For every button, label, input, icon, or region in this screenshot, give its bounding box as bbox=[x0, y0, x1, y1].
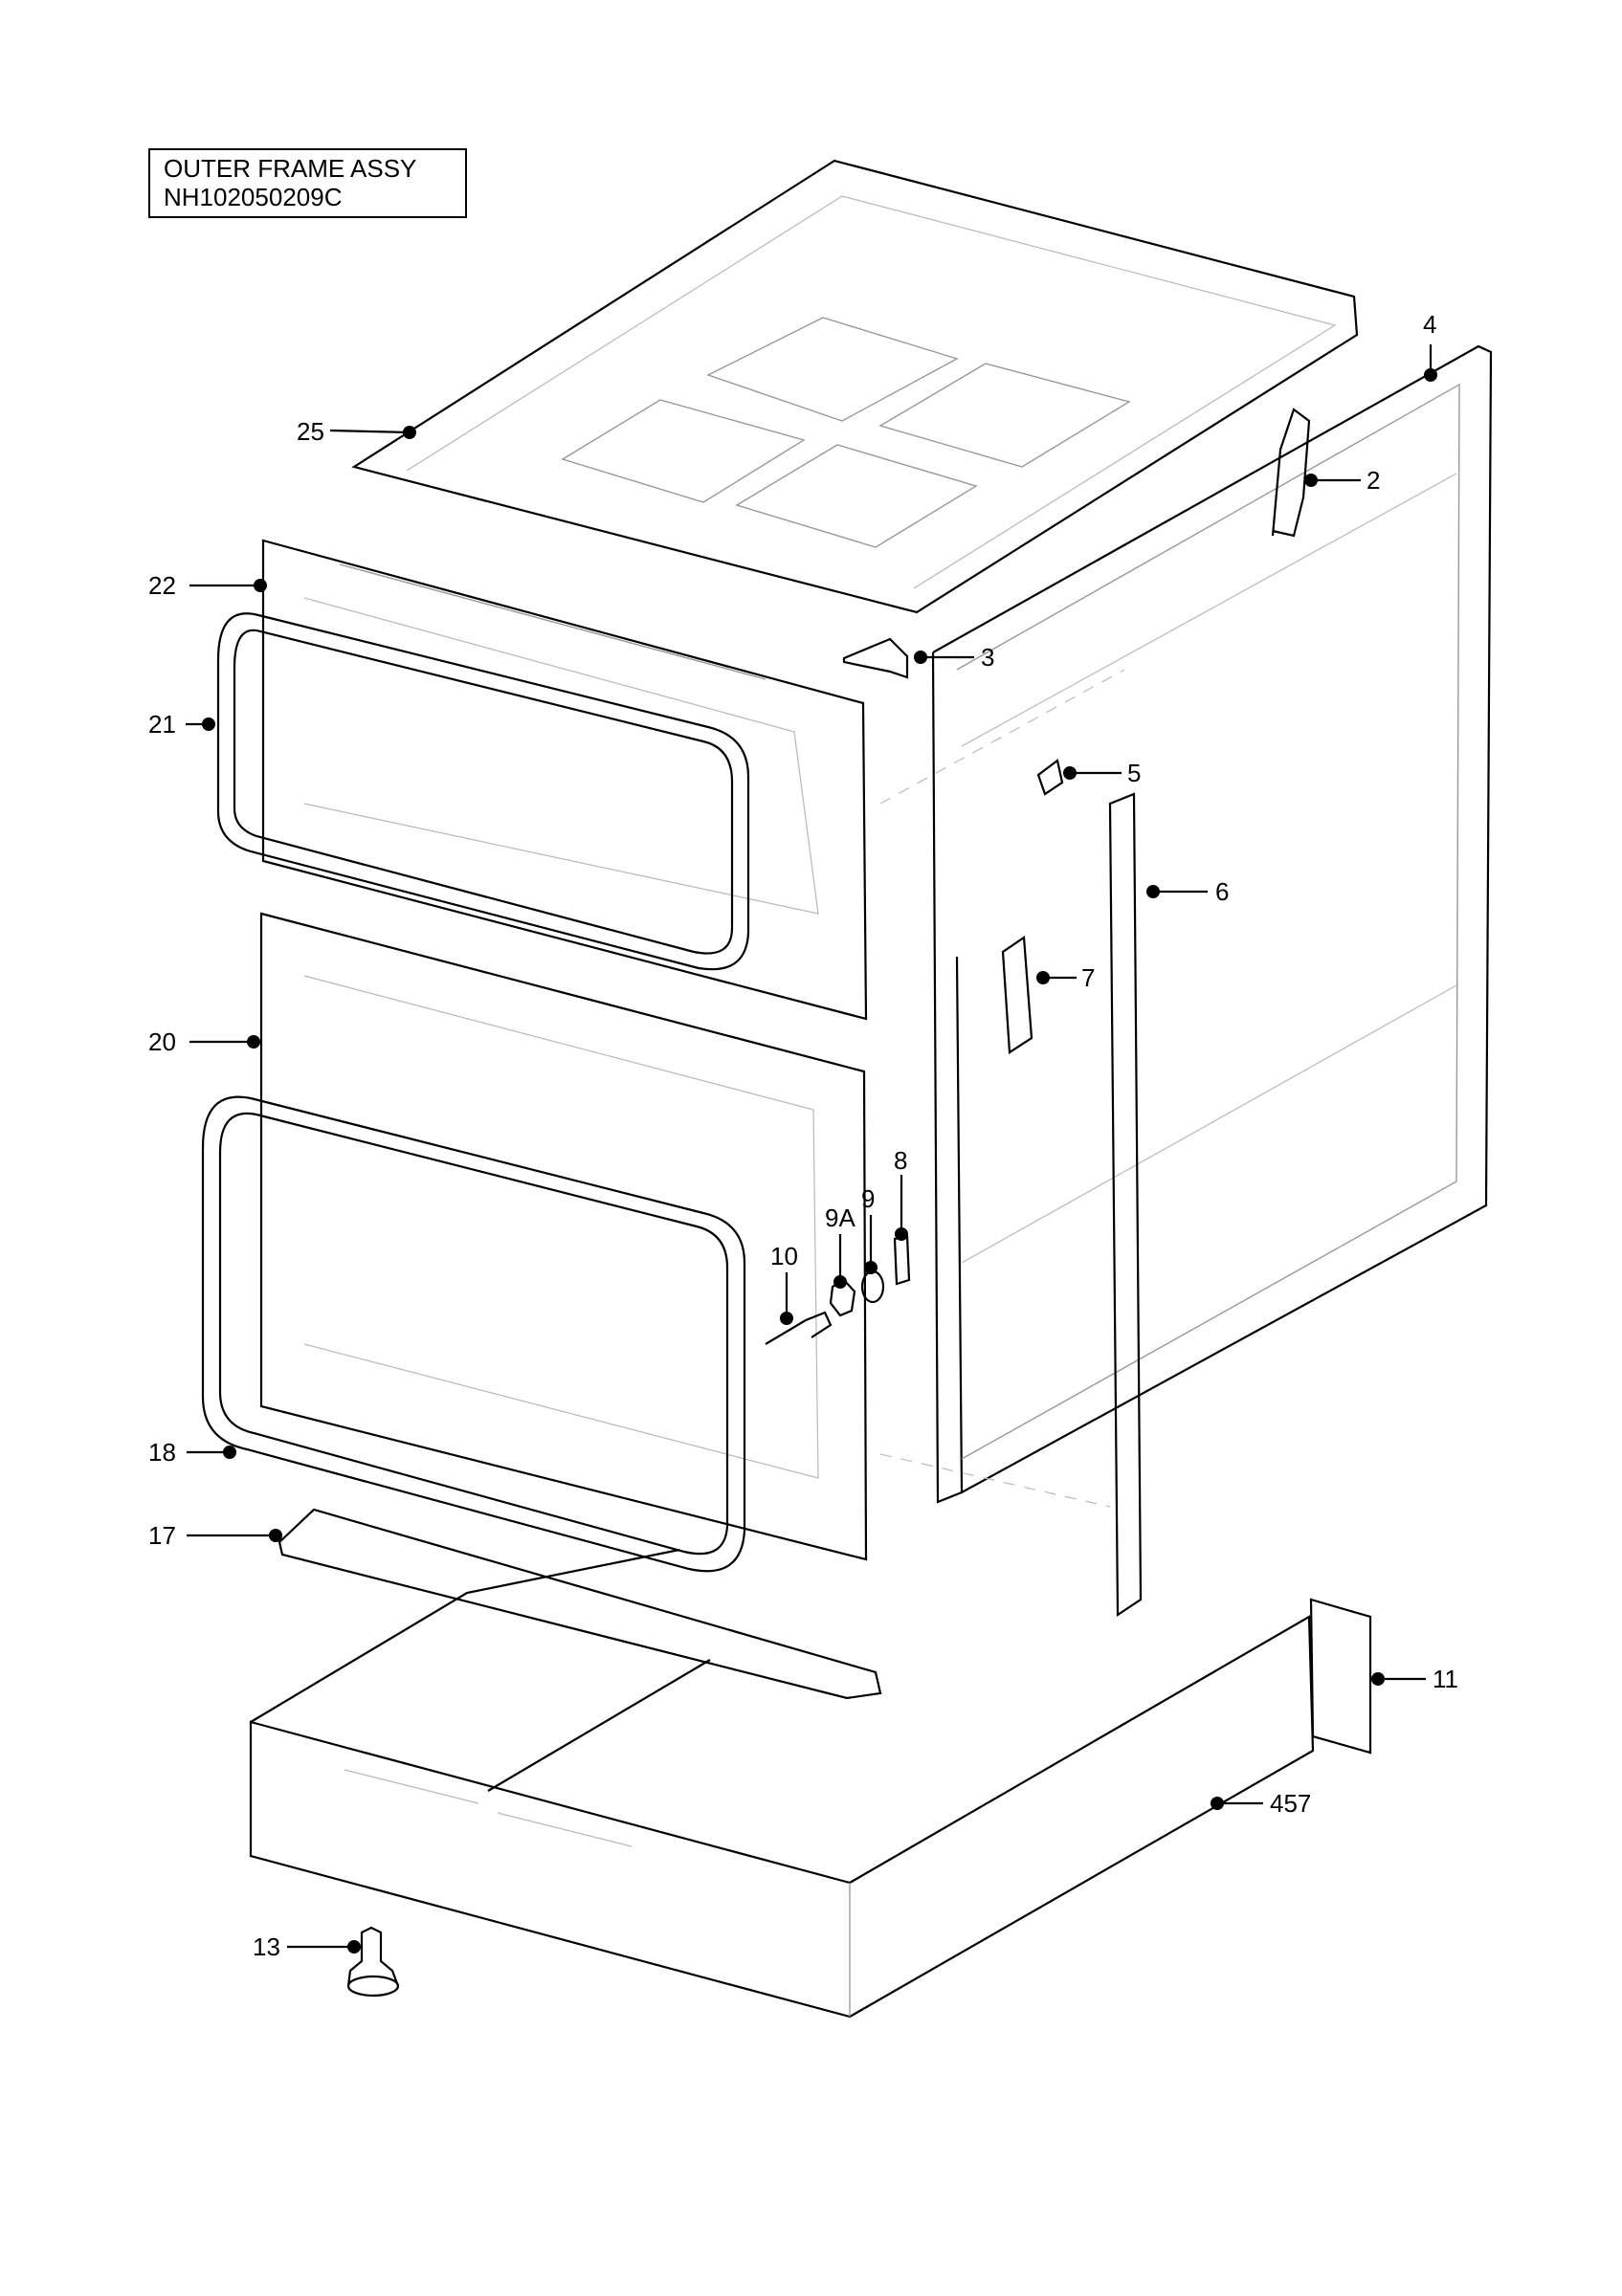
label-9: 9 bbox=[861, 1184, 875, 1213]
title-box: OUTER FRAME ASSY NH102050209C bbox=[148, 148, 467, 218]
label-13: 13 bbox=[253, 1932, 280, 1961]
bottom-rail-part-17 bbox=[278, 1508, 882, 1700]
label-3: 3 bbox=[981, 643, 994, 672]
label-25: 25 bbox=[297, 417, 324, 446]
label-22: 22 bbox=[148, 571, 176, 600]
part-10-shape bbox=[765, 1311, 833, 1345]
upper-door-seal-part-21 bbox=[216, 612, 750, 971]
label-4: 4 bbox=[1423, 310, 1436, 339]
label-11: 11 bbox=[1433, 1665, 1458, 1693]
part-8-shape bbox=[893, 1234, 911, 1286]
label-21: 21 bbox=[148, 710, 176, 739]
label-10: 10 bbox=[770, 1242, 798, 1270]
assembly-code: NH102050209C bbox=[164, 183, 343, 211]
label-7: 7 bbox=[1081, 963, 1095, 992]
bracket-part-2 bbox=[1271, 408, 1311, 538]
strip-part-6 bbox=[1108, 792, 1143, 1618]
foot-part-13 bbox=[346, 1926, 400, 1998]
label-8: 8 bbox=[894, 1146, 907, 1175]
label-9a: 9A bbox=[825, 1203, 855, 1232]
label-17: 17 bbox=[148, 1521, 176, 1550]
lower-front-panel-part-20 bbox=[259, 912, 868, 1561]
label-6: 6 bbox=[1215, 877, 1229, 906]
label-5: 5 bbox=[1127, 759, 1141, 787]
side-panel-part-4 bbox=[879, 344, 1493, 1508]
label-20: 20 bbox=[148, 1027, 176, 1056]
plinth-part-457 bbox=[249, 1548, 1315, 2019]
lower-door-seal-part-18 bbox=[201, 1095, 746, 1573]
side-plate-part-11 bbox=[1309, 1598, 1372, 1755]
label-457: 457 bbox=[1270, 1789, 1311, 1818]
label-2: 2 bbox=[1366, 466, 1380, 495]
label-18: 18 bbox=[148, 1438, 176, 1467]
clip-part-3 bbox=[842, 637, 909, 679]
assembly-name: OUTER FRAME ASSY bbox=[164, 154, 417, 183]
callouts: 25 4 2 22 3 21 5 6 7 20 8 9A bbox=[148, 310, 1458, 1961]
top-panel-part-25 bbox=[351, 159, 1359, 614]
clip-part-5 bbox=[1036, 759, 1064, 796]
hinge-part-7 bbox=[1001, 936, 1033, 1054]
upper-front-panel-part-22 bbox=[261, 539, 868, 1021]
